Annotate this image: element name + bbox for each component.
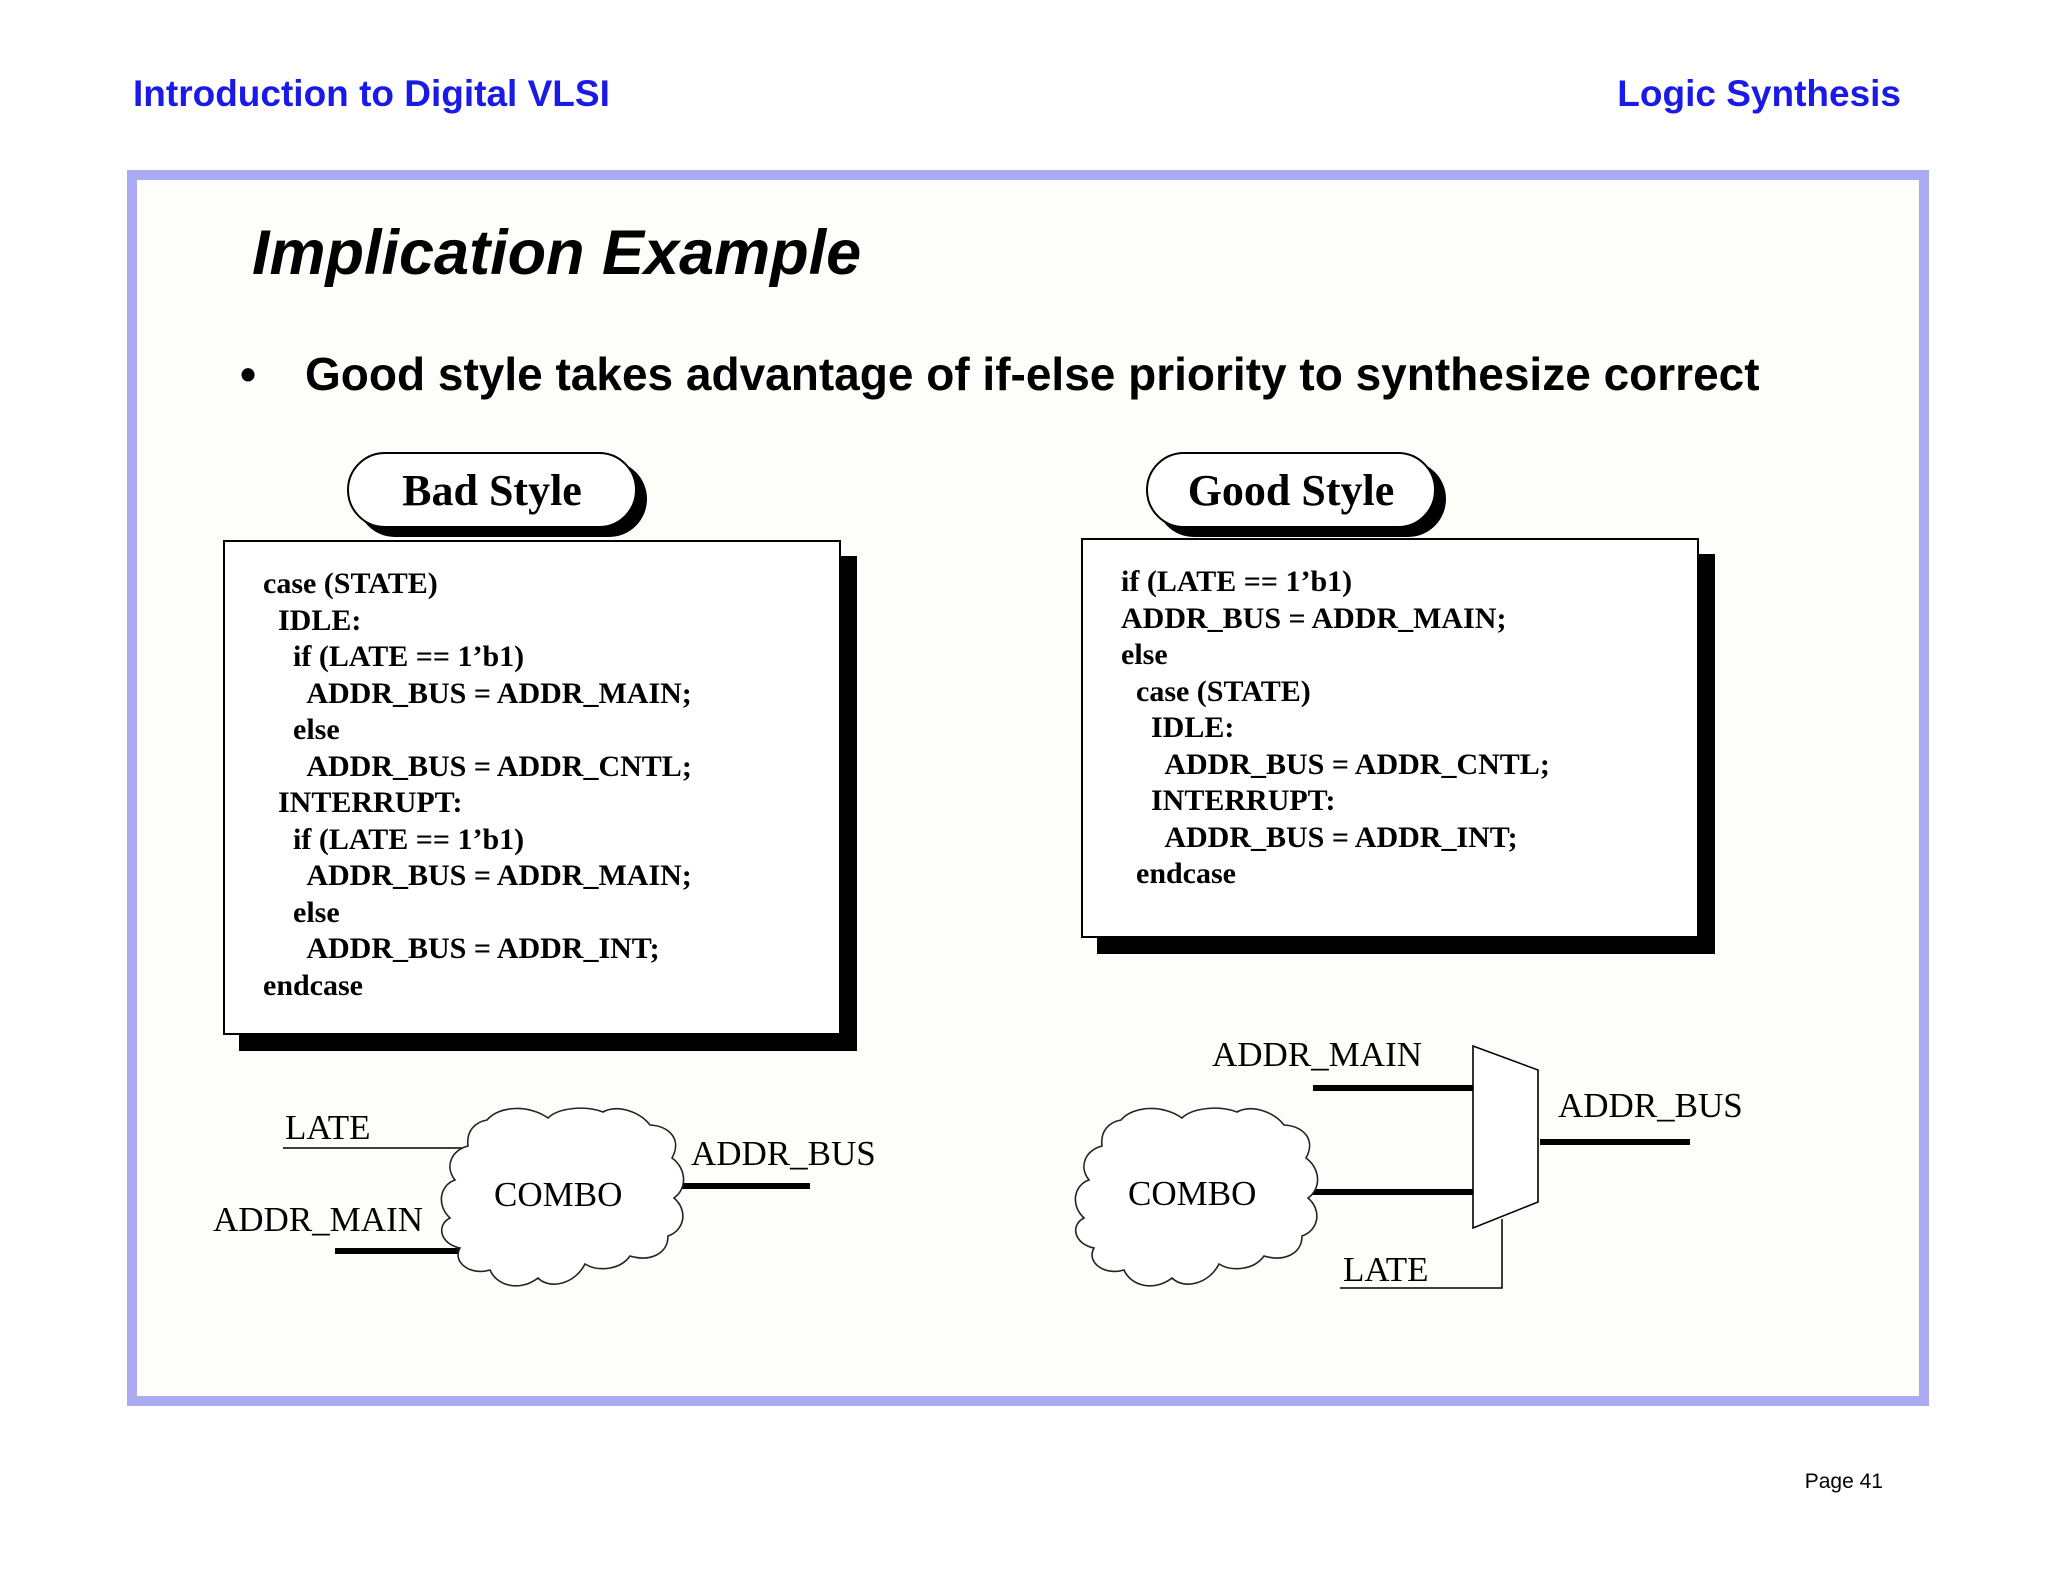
- good-style-code-box: if (LATE == 1’b1) ADDR_BUS = ADDR_MAIN; …: [1081, 538, 1699, 938]
- bad-style-code: case (STATE) IDLE: if (LATE == 1’b1) ADD…: [263, 567, 692, 1002]
- good-style-label: Good Style: [1146, 452, 1436, 528]
- good-style-label-text: Good Style: [1187, 465, 1395, 515]
- bad-late-label: LATE: [285, 1108, 371, 1147]
- bullet-marker: •: [240, 348, 257, 400]
- page-number: Page 41: [1804, 1470, 1883, 1493]
- good-addr-main-label: ADDR_MAIN: [1212, 1035, 1422, 1074]
- section-title: Logic Synthesis: [1617, 73, 1901, 114]
- bullet-text: Good style takes advantage of if-else pr…: [305, 348, 1760, 400]
- late-wire: [1340, 1219, 1503, 1289]
- bad-diagram: [283, 1107, 810, 1287]
- bad-style-label-text: Bad Style: [402, 465, 582, 515]
- slide-title: Implication Example: [252, 218, 862, 288]
- good-style-code: if (LATE == 1’b1) ADDR_BUS = ADDR_MAIN; …: [1121, 565, 1550, 890]
- good-late-label: LATE: [1343, 1250, 1429, 1289]
- bad-addr-bus-label: ADDR_BUS: [691, 1134, 876, 1173]
- course-title: Introduction to Digital VLSI: [133, 73, 610, 114]
- bad-addr-main-label: ADDR_MAIN: [213, 1200, 423, 1239]
- bad-style-code-box: case (STATE) IDLE: if (LATE == 1’b1) ADD…: [223, 540, 841, 1035]
- combo-cloud: [440, 1107, 685, 1287]
- bad-style-label: Bad Style: [347, 452, 637, 528]
- good-diagram: [1074, 1044, 1690, 1289]
- good-combo-label: COMBO: [1128, 1174, 1257, 1213]
- good-addr-bus-label: ADDR_BUS: [1558, 1086, 1743, 1125]
- mux-symbol: [1472, 1044, 1539, 1230]
- combo-cloud: [1074, 1107, 1319, 1287]
- bad-combo-label: COMBO: [494, 1175, 623, 1214]
